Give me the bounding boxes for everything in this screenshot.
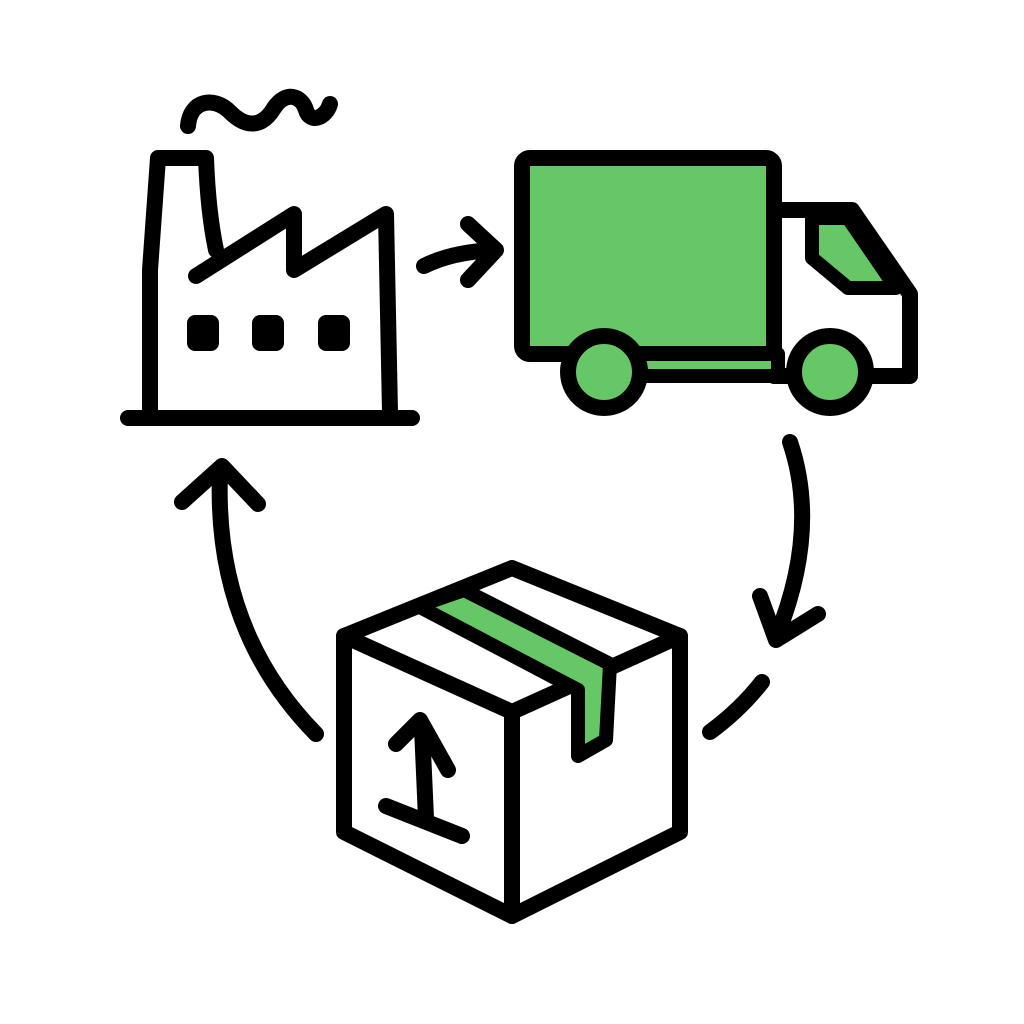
arrow-truck-to-package [702, 434, 826, 740]
factory-roof [188, 206, 398, 420]
truck-cargo [514, 150, 782, 362]
arrow-factory-to-truck [416, 216, 504, 288]
this-side-up-icon [388, 712, 456, 778]
factory-window [318, 315, 350, 351]
smoke-icon [180, 89, 338, 134]
truck-wheel [560, 328, 648, 416]
factory-building [142, 150, 224, 420]
truck-chassis [623, 347, 785, 383]
package-box-icon [336, 560, 688, 924]
this-side-up-stem [414, 720, 434, 826]
truck-wheel [786, 328, 874, 416]
box-tape [411, 583, 617, 763]
delivery-truck-icon [514, 150, 918, 416]
factory-icon [120, 89, 420, 426]
this-side-up-base [378, 798, 470, 844]
truck-window [805, 211, 903, 295]
factory-window [252, 315, 284, 351]
factory-window [187, 315, 219, 351]
arrow-package-to-factory [174, 458, 324, 742]
